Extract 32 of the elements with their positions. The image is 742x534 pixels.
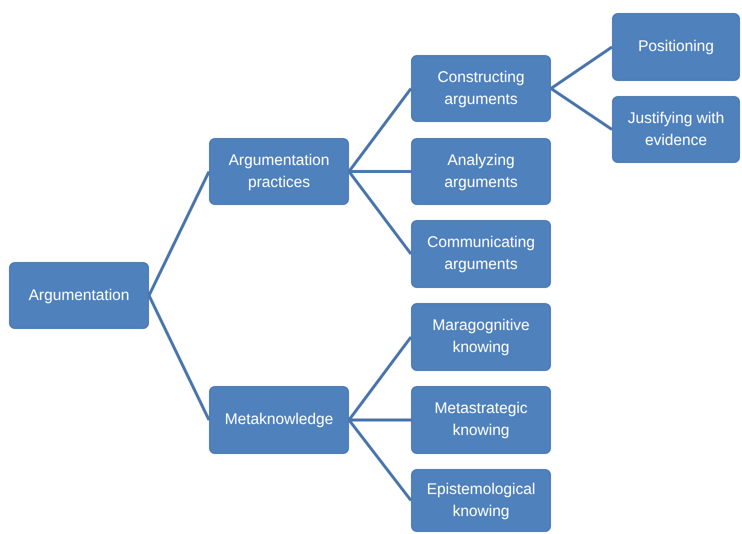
connector-line <box>348 419 412 502</box>
connector-line <box>148 294 210 421</box>
node-label: Metaknowledge <box>224 410 334 430</box>
connector-line <box>550 46 613 90</box>
connector-line <box>348 88 412 172</box>
process-box <box>209 386 349 454</box>
process-box <box>209 138 349 205</box>
connector-line <box>148 170 210 296</box>
node-label: Maragognitive knowing <box>431 316 531 358</box>
node-label: Epistemological knowing <box>426 480 536 522</box>
node-label: Constructing arguments <box>436 68 526 110</box>
process-box <box>612 13 740 81</box>
node-label: Analyzing arguments <box>443 150 519 192</box>
connector-line <box>349 418 411 422</box>
node-label: Communicating arguments <box>426 233 536 275</box>
process-box <box>411 55 551 122</box>
connector-line <box>348 170 412 255</box>
node-label: Metastrategic knowing <box>433 399 529 441</box>
node-label: Argumentation <box>28 286 130 306</box>
node-label: Argumentation practices <box>228 150 330 192</box>
process-box <box>411 386 551 454</box>
process-box <box>411 138 551 205</box>
node-label: Positioning <box>638 37 714 58</box>
process-box <box>411 220 551 288</box>
process-box <box>612 96 740 163</box>
process-box <box>411 303 551 371</box>
connector-line <box>550 87 613 131</box>
process-box <box>411 469 551 532</box>
connector-line <box>349 170 411 173</box>
connector-line <box>348 336 412 421</box>
node-label: Justifying with evidence <box>626 108 726 150</box>
process-box <box>9 262 149 329</box>
